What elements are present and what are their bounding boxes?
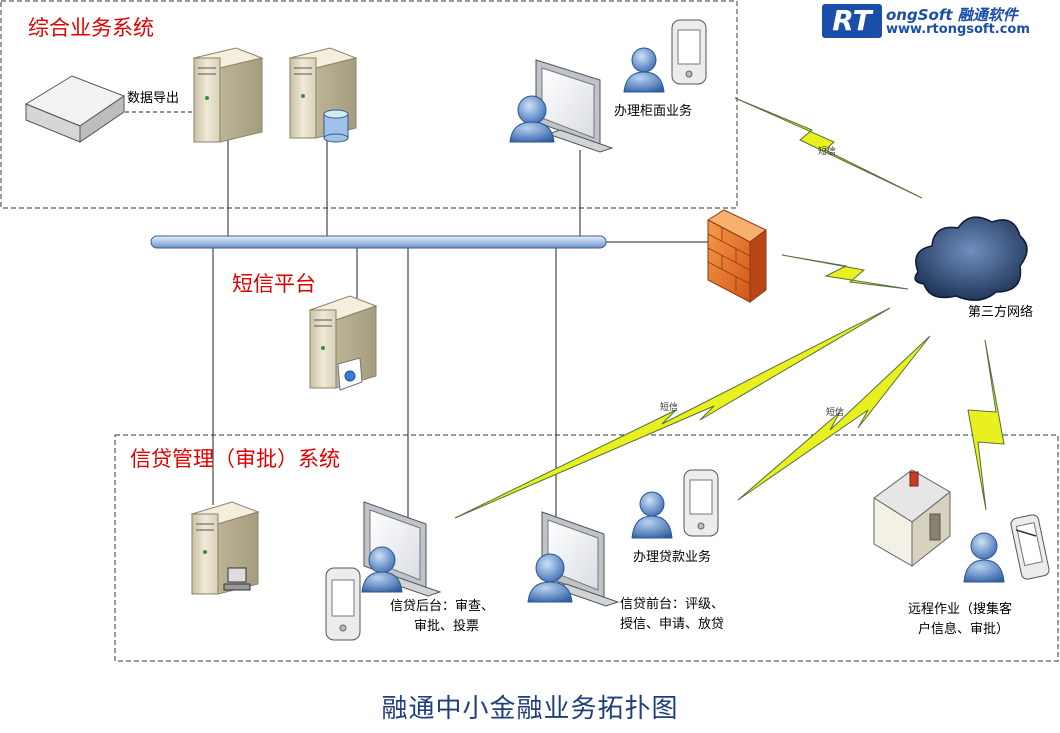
cloud-icon bbox=[914, 216, 1028, 301]
remote-user-icon bbox=[963, 514, 1050, 583]
firewall-icon bbox=[706, 209, 767, 303]
label-front-office-2: 授信、申请、放贷 bbox=[620, 617, 725, 632]
rtongsoft-logo: RT ongSoft 融通软件 www.rtongsoft.com bbox=[822, 4, 1058, 40]
zone-title-sms: 短信平台 bbox=[232, 272, 316, 296]
network-wires bbox=[212, 130, 722, 588]
label-third-party: 第三方网络 bbox=[968, 305, 1034, 320]
back-office-workstation-icon bbox=[325, 501, 442, 641]
sms-server-icon bbox=[308, 295, 378, 391]
label-loan-business: 办理贷款业务 bbox=[633, 550, 712, 565]
label-remote-2: 户信息、审批） bbox=[918, 622, 1010, 637]
link-label-sms-1: 短信 bbox=[818, 147, 837, 157]
bolt-firewall-cloud bbox=[781, 254, 909, 290]
logo-url: www.rtongsoft.com bbox=[886, 22, 1030, 37]
label-counter: 办理柜面业务 bbox=[614, 104, 693, 119]
label-remote-1: 远程作业（搜集客 bbox=[908, 602, 1013, 617]
label-back-office-1: 信贷后台：审查、 bbox=[390, 599, 495, 614]
integrated-system-zone bbox=[0, 0, 738, 209]
bolt-counter-cloud bbox=[734, 97, 923, 199]
mobile-user-icon bbox=[623, 19, 707, 93]
wireless-links bbox=[454, 97, 1005, 519]
logo-mark: RT bbox=[822, 4, 882, 38]
label-back-office-2: 审批、投票 bbox=[414, 619, 480, 634]
credit-system-zone bbox=[114, 434, 1059, 662]
logo-name: ongSoft 融通软件 bbox=[886, 6, 1018, 24]
database-server-icon bbox=[288, 47, 358, 143]
diagram-caption: 融通中小金融业务拓扑图 bbox=[381, 694, 679, 724]
link-label-sms-3: 短信 bbox=[826, 408, 845, 418]
label-front-office-1: 信贷前台：评级、 bbox=[620, 597, 725, 612]
loan-mobile-user-icon bbox=[631, 469, 719, 539]
bolt-backoffice-cloud bbox=[454, 307, 891, 519]
link-label-sms-2: 短信 bbox=[660, 403, 679, 413]
house-icon bbox=[873, 469, 951, 568]
zone-title-credit: 信贷管理（审批）系统 bbox=[130, 447, 340, 471]
counter-workstation-icon bbox=[509, 59, 614, 153]
label-data-export: 数据导出 bbox=[127, 91, 180, 106]
network-bus bbox=[150, 235, 607, 249]
front-office-workstation-icon bbox=[527, 511, 620, 607]
bolt-loan-cloud bbox=[737, 335, 931, 501]
storage-box-icon bbox=[24, 75, 126, 143]
zone-title-integrated: 综合业务系统 bbox=[28, 16, 154, 40]
bolt-remote-cloud bbox=[967, 339, 1005, 511]
credit-server-icon bbox=[190, 501, 260, 595]
server-icon bbox=[192, 47, 264, 143]
